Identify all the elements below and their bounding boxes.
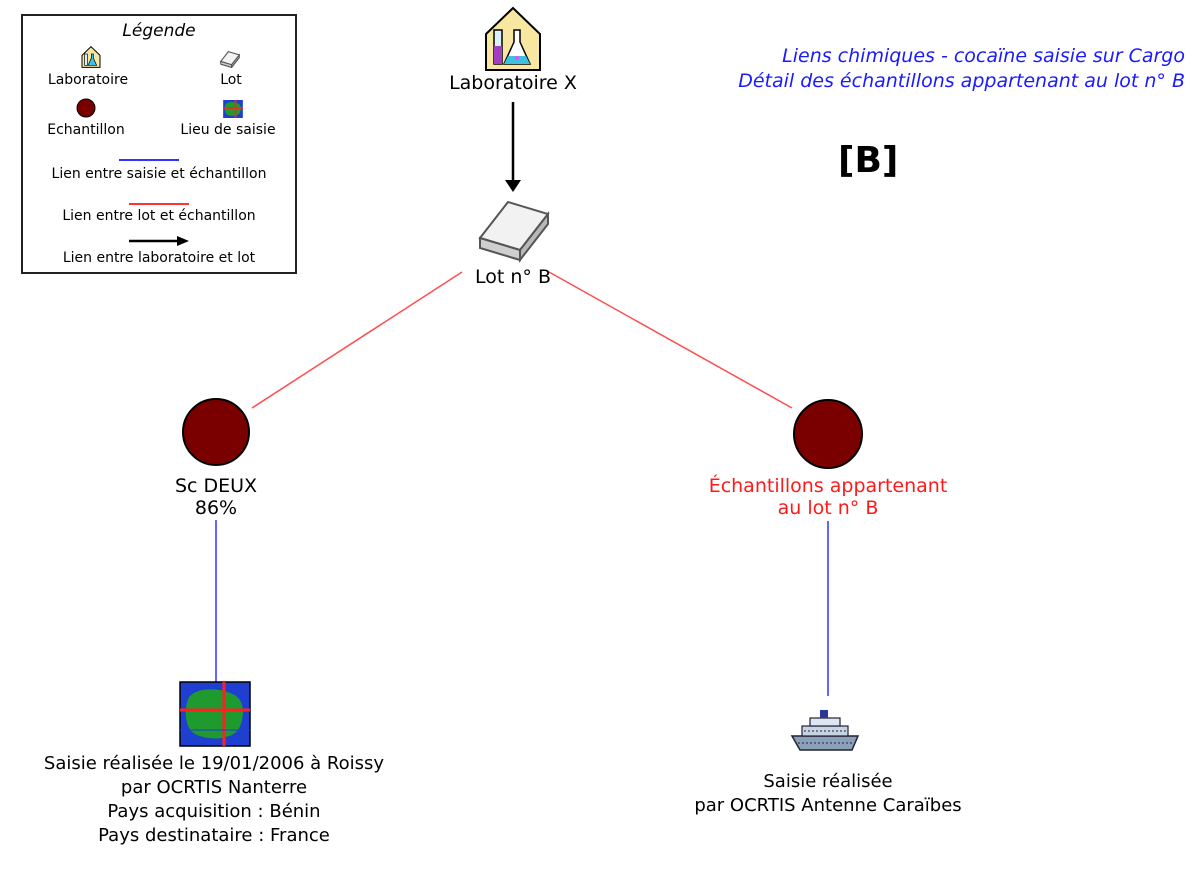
legend-saisie-line [119, 159, 179, 161]
lot-label: Lot n° B [475, 266, 551, 288]
edge-lot-to-sample-right [548, 271, 793, 409]
legend-title: Légende [122, 21, 196, 41]
sample-left-line-2: 86% [194, 497, 238, 519]
seizure-left-line-4: Pays destinataire : France [98, 825, 330, 846]
legend-label-lot-link: Lien entre lot et échantillon [62, 208, 256, 224]
map-icon [179, 681, 251, 747]
seizure-left-line-2: par OCRTIS Nanterre [120, 777, 308, 798]
seizure-right-line-2: par OCRTIS Antenne Caraïbes [694, 795, 962, 816]
legend-label-lot: Lot [220, 72, 242, 88]
legend-box: Légende Laboratoire Lot Echantillon Lieu… [21, 14, 297, 274]
legend-labo-arrow [129, 236, 189, 246]
sample-left-circle [182, 398, 250, 466]
sample-right-line-2: au lot n° B [777, 497, 879, 519]
lot-icon [478, 200, 550, 263]
sample-right-line-1: Échantillons appartenant [708, 475, 948, 497]
diagram-title: Liens chimiques - cocaïne saisie sur Car… [738, 44, 1185, 94]
legend-label-laboratory: Laboratoire [47, 72, 129, 88]
laboratory-icon [485, 6, 541, 71]
legend-label-sample: Echantillon [47, 122, 125, 138]
panel-tag: [B] [838, 140, 899, 181]
title-line-1: Liens chimiques - cocaïne saisie sur Car… [782, 45, 1185, 67]
title-line-2: Détail des échantillons appartenant au l… [738, 70, 1185, 92]
legend-label-seizure-place: Lieu de saisie [180, 122, 276, 138]
legend-lot-line [129, 203, 189, 205]
legend-laboratory-icon [81, 46, 101, 68]
legend-lot-icon [220, 51, 240, 68]
sample-left-label: Sc DEUX 86% [116, 475, 316, 519]
legend-label-labo-link: Lien entre laboratoire et lot [62, 250, 256, 266]
legend-sample-icon [76, 98, 96, 118]
seizure-left-line-1: Saisie réalisée le 19/01/2006 à Roissy [43, 753, 385, 774]
seizure-left-line-3: Pays acquisition : Bénin [107, 801, 321, 822]
sample-right-label: Échantillons appartenant au lot n° B [678, 475, 978, 519]
lab-label: Laboratoire X [449, 72, 577, 94]
ship-icon [790, 710, 860, 751]
seizure-right-label: Saisie réalisée par OCRTIS Antenne Caraï… [648, 770, 1008, 818]
edge-lab-to-lot-arrowhead [505, 180, 521, 192]
sample-right-circle [793, 399, 863, 469]
legend-map-icon [223, 100, 243, 118]
seizure-right-line-1: Saisie réalisée [763, 771, 893, 792]
legend-label-saisie-link: Lien entre saisie et échantillon [51, 166, 267, 182]
seizure-left-label: Saisie réalisée le 19/01/2006 à Roissy p… [0, 752, 428, 848]
sample-left-line-1: Sc DEUX [174, 475, 258, 497]
edge-lot-to-sample-left [251, 271, 463, 409]
